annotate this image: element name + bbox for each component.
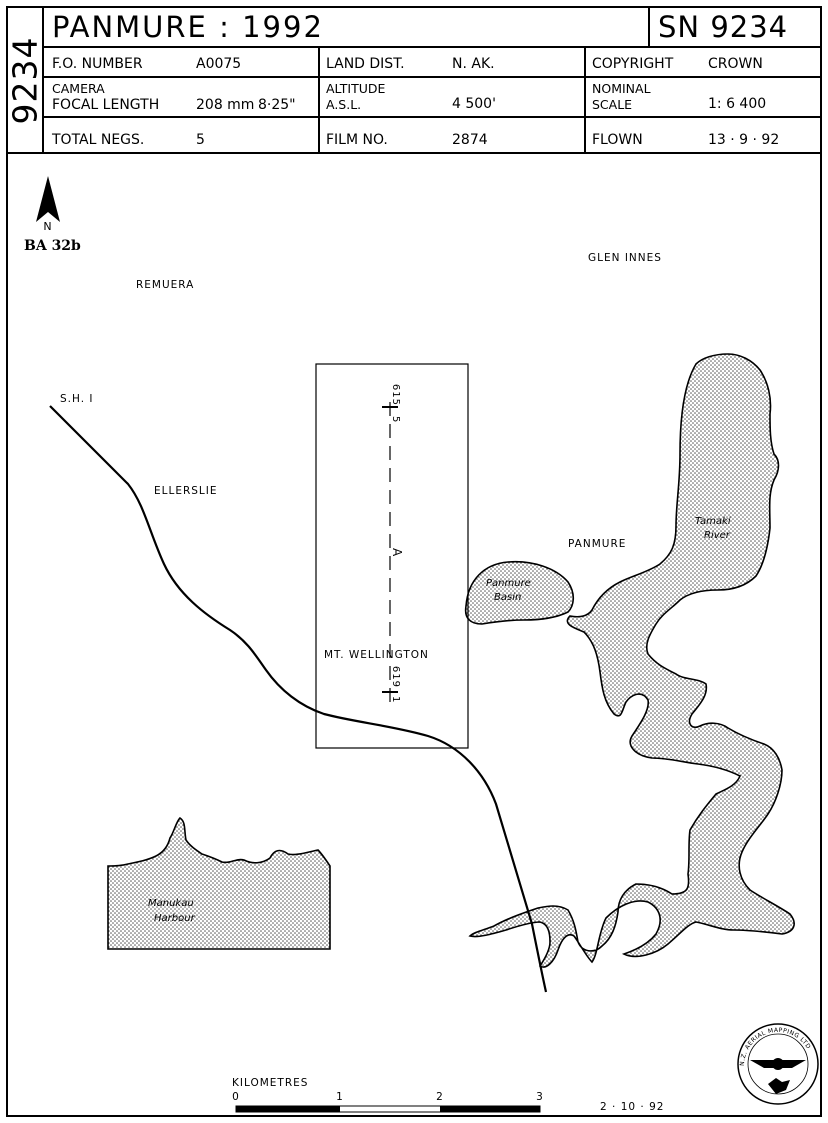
info-row-1: F.O. NUMBER A0075 LAND DIST. N. AK. COPY… [44,48,820,78]
north-letter: N [43,220,52,233]
flown-label: FLOWN [592,132,643,148]
scale-value: 1: 6 400 [708,96,767,112]
sheet-reference: BA 32b [24,238,81,254]
title-row: PANMURE : 1992 SN 9234 [44,8,820,48]
sn-number: SN 9234 [658,10,789,44]
end-neg-number: 1 [390,696,401,703]
asl-label: A.S.L. [326,97,362,112]
fo-number-value: A0075 [196,56,242,72]
fo-number-label: F.O. NUMBER [52,56,143,72]
scale-label: SCALE [592,97,633,112]
scale-bar [235,1105,541,1113]
flown-value: 13 · 9 · 92 [708,132,780,148]
scale-tick-1: 1 [336,1091,344,1103]
label-basin-2: Basin [494,592,521,603]
total-negs-label: TOTAL NEGS. [52,132,145,148]
label-glen-innes: GLEN INNES [588,252,662,264]
scale-tick-3: 3 [536,1091,544,1103]
aerial-mapping-seal-icon: N.Z. AERIAL MAPPING LTD [737,1023,819,1105]
scale-label: KILOMETRES [232,1077,308,1089]
panmure-basin-water [464,560,575,625]
tamaki-river-water [468,353,795,968]
info-row-2: CAMERA FOCAL LENGTH 208 mm 8·25" ALTITUD… [44,78,820,118]
info-row-3: TOTAL NEGS. 5 FILM NO. 2874 FLOWN 13 · 9… [44,118,820,152]
copyright-value: CROWN [708,56,763,72]
label-tamaki-2: River [704,530,731,541]
copyright-label: COPYRIGHT [592,56,674,72]
label-sh1: S.H. I [60,393,94,405]
label-ellerslie: ELLERSLIE [154,485,218,497]
label-mt-wellington: MT. WELLINGTON [324,649,429,661]
land-dist-value: N. AK. [452,56,495,72]
north-arrow-icon [36,176,60,222]
label-manukau-1: Manukau [148,898,194,909]
flight-line [382,402,398,704]
label-tamaki-1: Tamaki [695,516,731,527]
focal-length-label: FOCAL LENGTH [52,97,160,113]
coverage-box [315,363,469,749]
sheet-title: PANMURE : 1992 [52,10,324,44]
scale-tick-0: 0 [232,1091,240,1103]
focal-length-in: 8·25" [258,97,296,113]
scale-tick-2: 2 [436,1091,444,1103]
photo-index-sheet: 9234 PANMURE : 1992 SN 9234 F.O. NUMBER … [6,6,822,1117]
focal-length-mm: 208 mm [196,97,255,113]
camera-label: CAMERA [52,81,105,96]
film-no-label: FILM NO. [326,132,388,148]
map-area: N BA 32b 5 615 A 1 619 REMUE [8,154,820,1115]
nominal-label: NOMINAL [592,81,651,96]
date-stamp: 2 · 10 · 92 [600,1101,664,1113]
state-highway-1-road [49,405,548,993]
label-remuera: REMUERA [136,279,194,291]
side-id: 9234 [5,36,45,124]
altitude-label: ALTITUDE [326,81,386,96]
manukau-harbour-water [107,816,331,950]
column-divider-2 [584,48,586,152]
label-manukau-2: Harbour [154,913,196,924]
side-id-box: 9234 [5,8,45,154]
sn-box: SN 9234 [648,8,820,46]
flight-run-letter: A [390,548,404,557]
label-panmure: PANMURE [568,538,626,550]
film-no-value: 2874 [452,132,488,148]
land-dist-label: LAND DIST. [326,56,405,72]
column-divider-1 [318,48,320,152]
total-negs-value: 5 [196,132,205,148]
label-basin-1: Panmure [486,578,531,589]
map-canvas: N BA 32b 5 615 A 1 619 REMUE [24,176,819,1113]
altitude-value: 4 500' [452,96,496,112]
header-table: PANMURE : 1992 SN 9234 F.O. NUMBER A0075… [44,8,820,154]
start-neg-number: 5 [390,416,401,423]
start-photo-number: 615 [390,384,401,406]
end-photo-number: 619 [390,666,401,688]
